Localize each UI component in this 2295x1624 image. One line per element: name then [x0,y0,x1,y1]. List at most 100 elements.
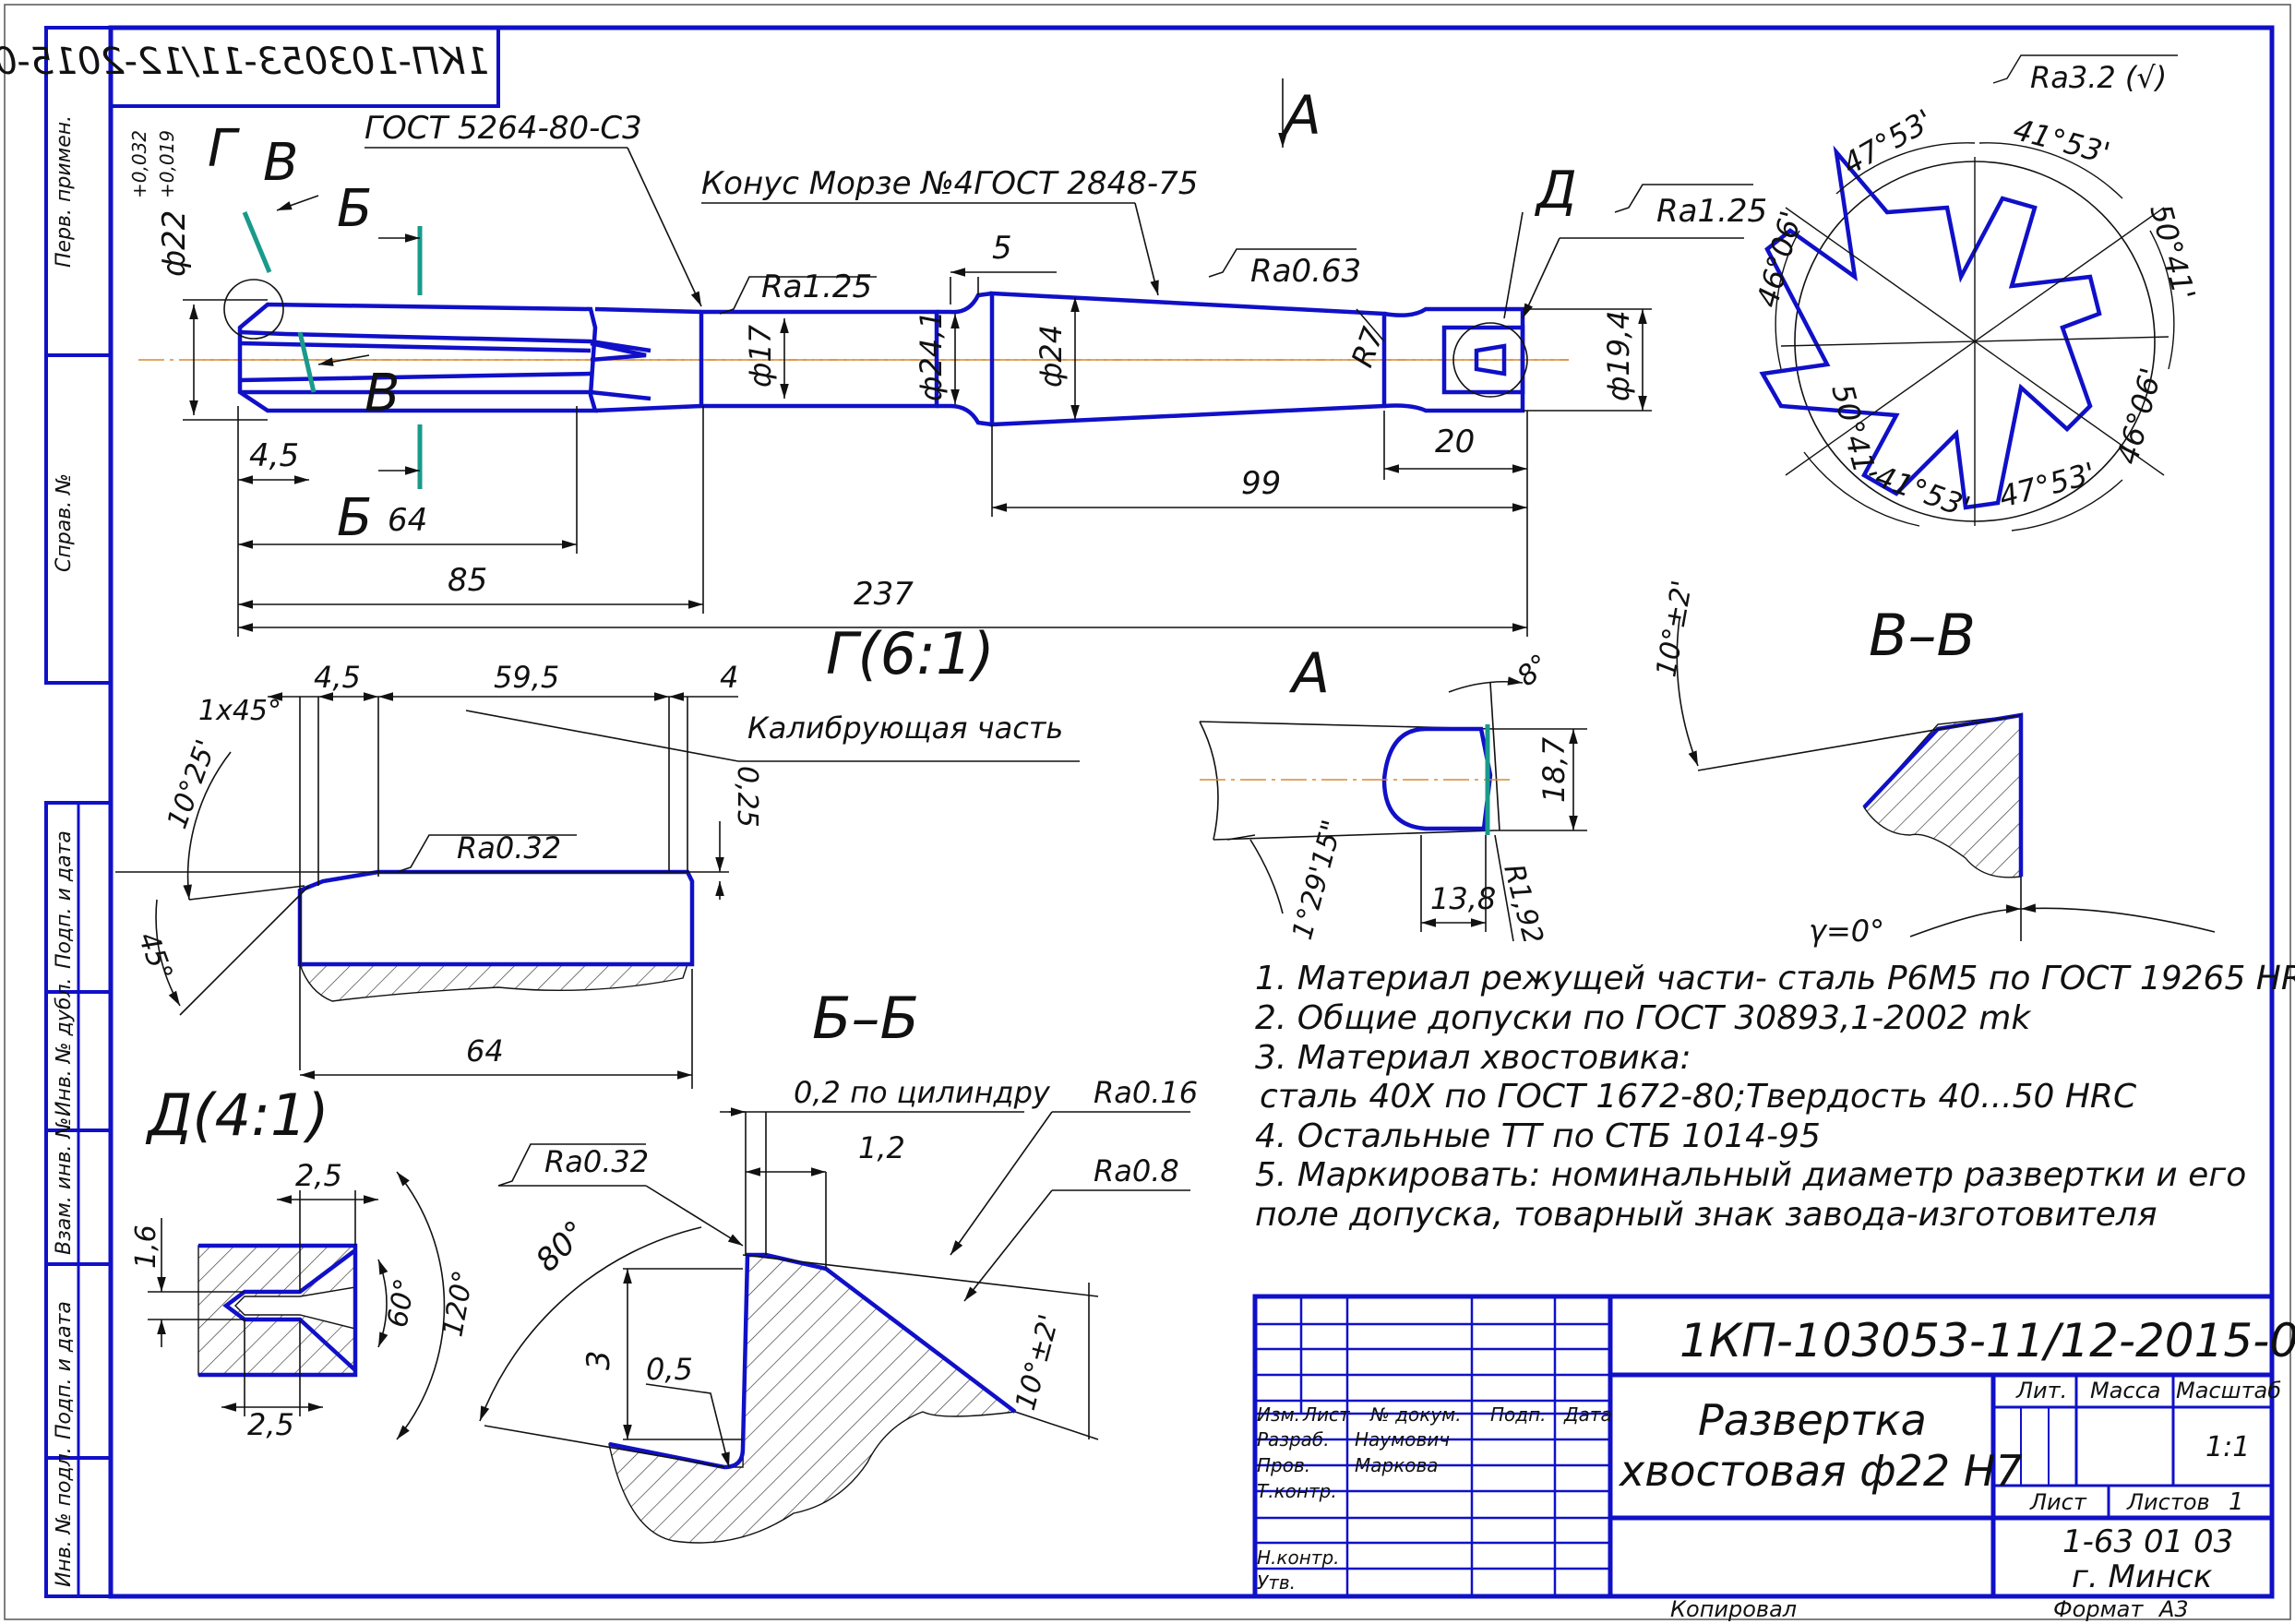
detail-d-angle60: 60° [381,1276,422,1330]
dim-20: 20 [1435,424,1475,460]
stamp-row-date: Дата [1563,1403,1612,1426]
section-bb-title: Б–Б [812,985,919,1052]
view-a-tang-profile [1381,726,1493,831]
detail-g-calib: Калибрующая часть [747,710,1063,746]
note-2: 2. Общие допуски по ГОСТ 30893,1-2002 mk [1255,999,2032,1037]
detail-d-dim25a: 2,5 [295,1158,342,1193]
dim-85: 85 [448,562,487,599]
stamp-format-value: А3 [2158,1596,2189,1622]
stamp-row-utv: Утв. [1257,1571,1296,1594]
detail-g-ra032: Ra0.32 [457,830,561,866]
label-podp-data-1: Подп. и дата [53,830,76,969]
section-bb-runout: 0,2 по цилиндру [794,1075,1051,1110]
section-roughness: Ra3.2 (√) [2030,60,2167,95]
detail-g-dim64: 64 [466,1033,504,1069]
view-a-dim138: 13,8 [1430,881,1496,916]
section-bb-angle80: 80° [529,1213,594,1279]
stamp-scale-value: 1:1 [2205,1431,2250,1463]
detail-g-view: Г(6:1) 1x45° 4,5 59,5 [115,620,1080,1089]
label-inv-podl: Инв. № подл. [53,1447,76,1587]
view-a-angle12915: 1°29'15" [1286,817,1349,943]
stamp-row-nkontr: Н.контр. [1257,1546,1340,1569]
reamer-neck [699,309,939,409]
label-vzam-inv: Взам. инв. № [53,1117,76,1255]
dim-4-5: 4,5 [249,437,299,474]
section-bb-dim3: 3 [580,1350,617,1370]
stamp-row-razrab: Разраб. [1257,1428,1330,1451]
section-bb-ra08: Ra0.8 [1094,1153,1179,1188]
section-vv-view: В–В 10°±2' γ=0° [1650,578,2216,949]
section-bb-angle10: 10°±2' [1010,1311,1066,1414]
stamp-code: 1КП-103053-11/12-2015-04 [1679,1314,2295,1367]
stamp-sheets-label: Листов [2126,1489,2210,1515]
detail-g-dim025: 0,25 [731,766,763,828]
section-vv-title: В–В [1869,602,1976,669]
stamp-row-list: Лист [1302,1403,1351,1426]
angle-top-right: 41°53' [2010,112,2113,171]
cross-section-view: Ra3.2 (√) 47°53' 41°53' 50°41' 46°06' 47… [1750,54,2202,531]
angle-right-bottom: 46°06' [2110,364,2169,468]
ra125-tang: Ra1.25 [1656,193,1767,230]
note-5: 5. Маркировать: номинальный диаметр разв… [1255,1156,2246,1194]
dim-99: 99 [1241,465,1281,502]
stamp-row-sign: Подп. [1490,1403,1547,1426]
label-sprav-no: Справ. № [53,473,76,572]
detail-d-dim25b: 2,5 [247,1407,294,1442]
detail-d-angle120: 120° [436,1268,480,1339]
label-podp-data-2: Подп. и дата [53,1301,76,1439]
detail-d-view: Д(4:1) 2,5 1,6 60° 120° 2,5 [130,1081,480,1442]
detail-g-angle1025: 10°25' [161,735,223,833]
section-bb-view: Б–Б 0,2 по цилиндру [479,985,1198,1544]
stamp-row-razrab-name: Наумович [1355,1428,1450,1451]
dim-64: 64 [388,502,427,539]
detail-g-profile [297,869,695,967]
view-a-detail: А 8° 18,7 13,8 R1,92 1°29'15" [1199,641,1587,948]
detail-g-dim45: 4,5 [314,660,361,695]
title-block: 1КП-103053-11/12-2015-04 Развертка хвост… [1252,1294,2295,1622]
detail-g-dim595: 59,5 [494,660,559,695]
morse-taper-label: Конус Морзе №4ГОСТ 2848-75 [701,165,1198,202]
dim-tol-lower: +0,019 [156,130,178,198]
stamp-lit-label: Лит. [2015,1378,2067,1403]
dim-237: 237 [854,576,914,613]
stamp-city: г. Минск [2072,1558,2213,1595]
detail-d-dim16: 1,6 [130,1224,162,1269]
stamp-scale-label: Масштаб [2176,1378,2281,1403]
angle-left-bottom: 50°41' [1824,380,1883,484]
label-v-bottom: В [365,364,400,424]
dim-dia24: ф24 [1034,325,1069,388]
stamp-sheet-label: Лист [2029,1489,2087,1515]
main-view: А ГОСТ 5264-80-С3 Конус Морзе №4ГОСТ 284… [128,78,1767,637]
stamp-format-label: Формат [2053,1596,2144,1622]
note-5-cont: поле допуска, товарный знак завода-изгот… [1255,1196,2158,1234]
note-3: 3. Материал хвостовика: [1255,1039,1691,1077]
label-b-bottom: Б [337,488,372,548]
detail-g-chamfer: 1x45° [198,695,281,727]
stamp-row-prov: Пров. [1257,1454,1310,1476]
stamp-mass-label: Масса [2090,1378,2161,1403]
note-1: 1. Материал режущей части- сталь Р6М5 по… [1255,960,2295,997]
section-bb-dim12: 1,2 [858,1130,905,1165]
sheet-frame [4,4,2291,1620]
section-vv-gamma: γ=0° [1809,914,1884,949]
detail-d-circle [1452,322,1528,398]
note-3-cont: сталь 40Х по ГОСТ 1672-80;Твердость 40..… [1260,1078,2137,1116]
dim-dia17: ф17 [743,324,778,388]
technical-notes: 1. Материал режущей части- сталь Р6М5 по… [1255,960,2295,1234]
stamp-title-line1: Развертка [1698,1395,1927,1445]
gost-shank-label: ГОСТ 5264-80-С3 [365,110,642,147]
stamp-row-izm: Изм. [1257,1403,1300,1426]
note-4: 4. Остальные ТТ по СТБ 1014-95 [1255,1117,1821,1155]
label-v-top: В [263,133,298,193]
dim-dia194: ф19,4 [1601,310,1636,401]
section-bb-ra016: Ra0.16 [1094,1075,1198,1110]
detail-g-title: Г(6:1) [826,620,995,687]
stamp-copied: Копировал [1670,1596,1797,1622]
view-a-dim187: 18,7 [1536,736,1572,803]
detail-g-dim4: 4 [720,660,738,695]
view-a-angle8: 8° [1512,648,1557,693]
dim-tol-upper: +0,032 [128,130,150,198]
label-inv-dubl: Инв. № дубл. [53,977,76,1116]
ra063-taper: Ra0.63 [1250,253,1361,290]
angle-right-top: 50°41' [2143,200,2202,304]
